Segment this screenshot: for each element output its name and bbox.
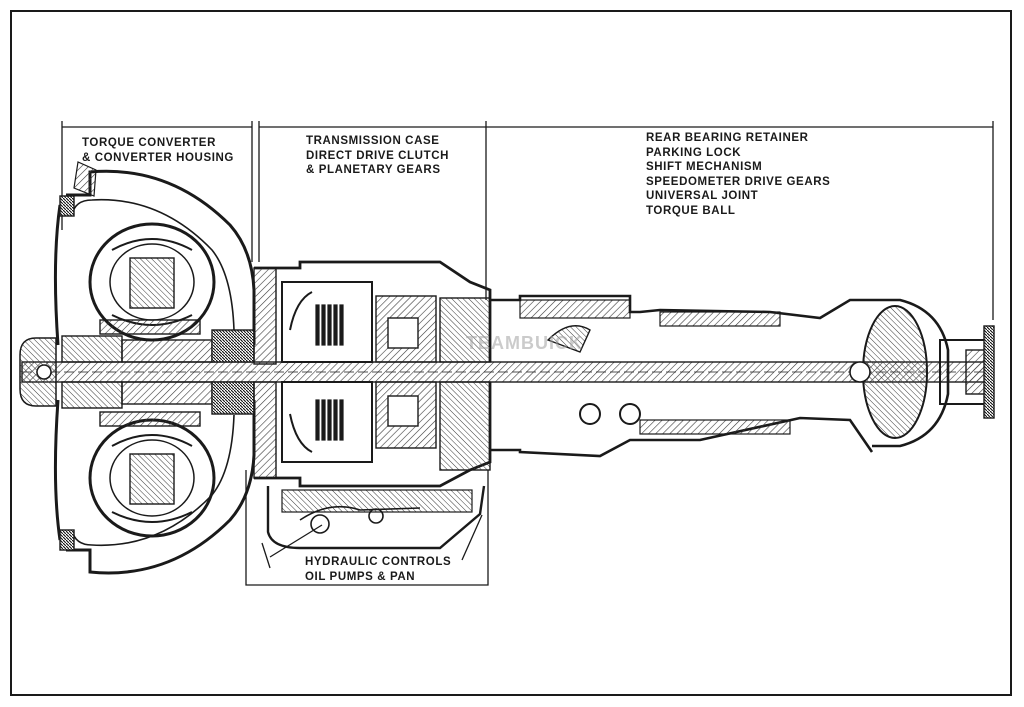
converter-hub — [61, 329, 255, 415]
direct-drive-clutch — [281, 281, 373, 463]
front-hub — [19, 337, 57, 407]
label-torque-converter: TORQUE CONVERTER & CONVERTER HOUSING — [82, 137, 234, 164]
transmission-case — [253, 260, 492, 488]
label-hydraulic-controls: HYDRAULIC CONTROLS OIL PUMPS & PAN — [305, 556, 452, 583]
watermark-text: TEAMBUICK — [466, 333, 583, 353]
diagram-frame — [10, 10, 1012, 696]
bracket-rear-bearing — [486, 121, 994, 320]
universal-joint — [849, 298, 995, 448]
main-shaft — [21, 361, 993, 383]
converter-housing — [53, 161, 256, 575]
oil-pan — [266, 485, 486, 550]
planetary-gears — [375, 295, 437, 449]
label-rear-bearing: REAR BEARING RETAINER PARKING LOCK SHIFT… — [646, 132, 831, 217]
rear-bearing-retainer — [490, 294, 874, 458]
converter-torus-upper — [88, 222, 216, 342]
label-transmission-case: TRANSMISSION CASE DIRECT DRIVE CLUTCH & … — [306, 135, 450, 176]
bracket-transmission-case — [258, 121, 487, 300]
converter-torus-lower — [88, 411, 216, 538]
